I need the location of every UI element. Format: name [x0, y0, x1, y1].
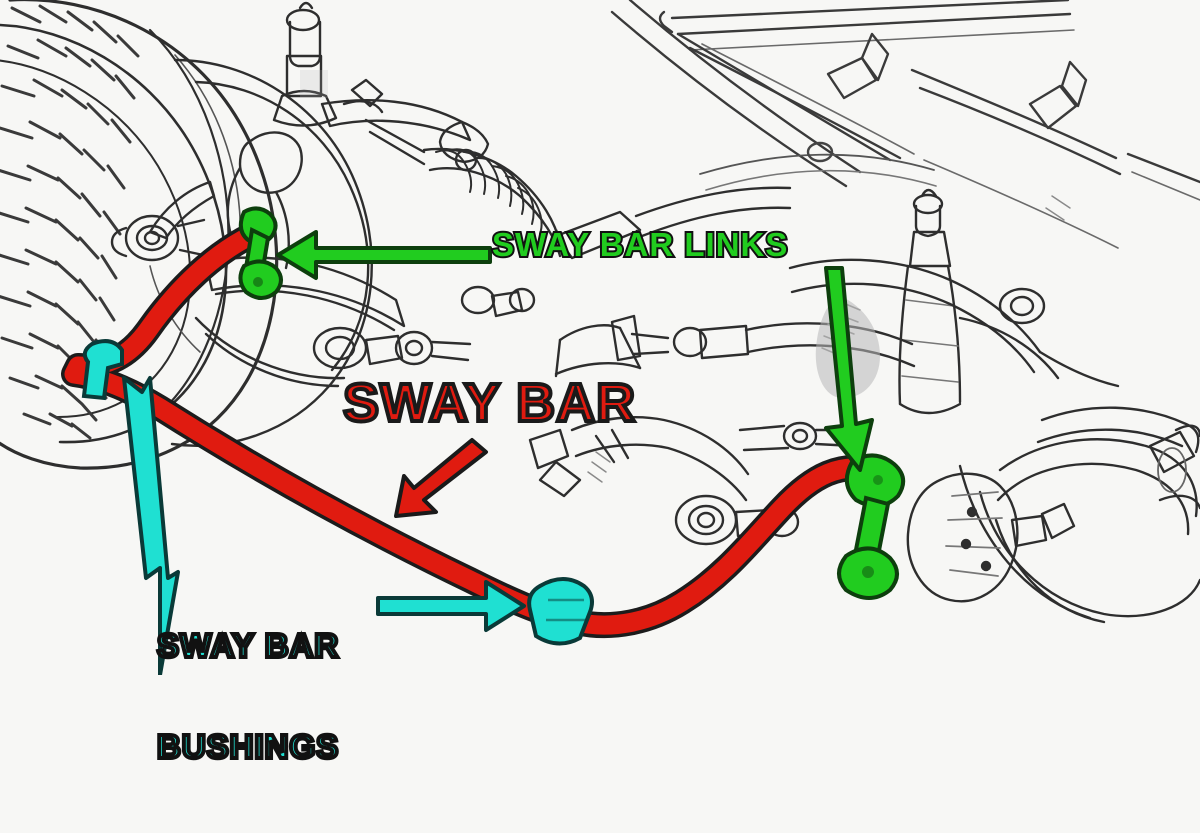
front-sway-bar-link-highlight: [238, 206, 283, 300]
sway-bar-links-label: SWAY BAR LINKS: [490, 226, 789, 263]
rear-sway-bar-link-highlight: [837, 453, 906, 600]
rear-hub-assembly: [906, 406, 1200, 624]
bushings-label-line1: SWAY BAR: [155, 627, 340, 665]
sway-bar-label: SWAY BAR: [341, 373, 637, 433]
sway-bar-highlight: [61, 219, 889, 639]
bushing-arrow-left-icon: [122, 376, 180, 675]
highlight-overlay: [61, 206, 906, 675]
bushing-arrow-right-icon: [376, 580, 526, 632]
bushings-label-line2: BUSHINGS: [155, 728, 340, 766]
left-bushing-highlight: [81, 339, 124, 401]
links-arrow-left-icon: [276, 230, 492, 280]
steering-rack: [342, 78, 792, 260]
sway-bar-bushings-label: SWAY BAR BUSHINGS: [155, 562, 340, 831]
frame-rails: [610, 0, 1200, 249]
links-arrow-right-icon: [824, 266, 874, 472]
sway-bar-arrow-icon: [394, 438, 488, 518]
center-bushing-highlight: [527, 577, 594, 646]
suspension-diagram: SWAY BAR LINKS SWAY BAR SWAY BAR BUSHING…: [0, 0, 1200, 765]
